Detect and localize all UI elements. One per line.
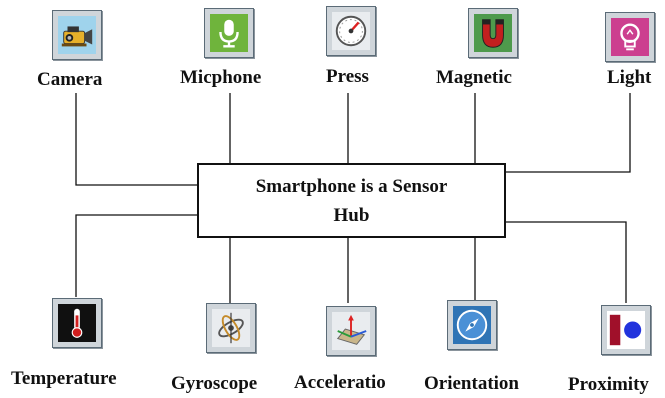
magnetic-label: Magnetic xyxy=(436,67,512,88)
orientation-label: Orientation xyxy=(424,373,519,394)
accelerometer-axes-icon xyxy=(326,306,376,356)
smartphone-hub-box: Smartphone is a Sensor Hub xyxy=(197,163,506,238)
pressure-gauge-icon xyxy=(326,6,376,56)
connector-light xyxy=(506,93,631,173)
compass-icon xyxy=(447,300,497,350)
press-label: Press xyxy=(326,66,369,87)
acceleration-label: Acceleratio xyxy=(294,372,386,393)
connector-camera xyxy=(75,93,197,186)
connector-temperature xyxy=(75,214,197,297)
microphone-icon xyxy=(204,8,254,58)
micphone-label: Micphone xyxy=(180,67,262,88)
thermometer-icon xyxy=(52,298,102,348)
light-bulb-icon xyxy=(605,12,655,62)
hub-title-line-1: Smartphone is a Sensor xyxy=(255,175,448,197)
gyroscope-icon xyxy=(206,303,256,353)
proximity-icon xyxy=(601,305,651,355)
proximity-label: Proximity xyxy=(568,374,649,395)
gyroscope-label: Gyroscope xyxy=(171,373,258,394)
temperature-label: Temperature xyxy=(11,368,117,389)
connector-proximity xyxy=(506,221,627,303)
hub-title-line-2: Hub xyxy=(333,204,370,226)
camera-label: Camera xyxy=(37,69,103,90)
camera-icon xyxy=(52,10,102,60)
light-label: Light xyxy=(607,67,652,88)
magnet-icon xyxy=(468,8,518,58)
